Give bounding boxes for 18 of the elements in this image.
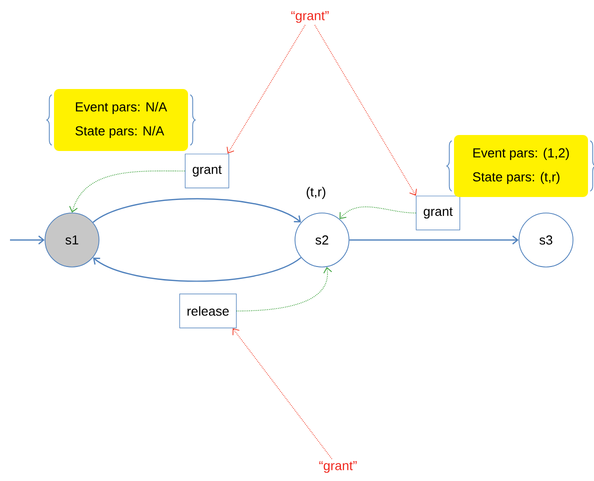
event-box: release [179, 294, 237, 328]
transition-arrow [349, 236, 519, 244]
leader-line [340, 206, 416, 219]
transition-arrow [93, 257, 302, 282]
state-label: (t,r) [306, 186, 326, 200]
leader-line [69, 170, 186, 213]
leader-line [232, 328, 332, 460]
transition-arrow [10, 236, 45, 244]
event-annotation: “grant” [291, 11, 329, 23]
leader-line [226, 24, 306, 154]
event-annotation: “grant” [319, 461, 357, 473]
event-box: grant [184, 154, 230, 188]
leader-line [314, 24, 417, 196]
event-box: grant [416, 196, 460, 230]
parameter-callout: Event pars: (1,2) State pars: (t,r) [446, 135, 594, 197]
parameter-callout: Event pars: N/A State pars: N/A [46, 89, 196, 151]
transition-arrow [92, 198, 302, 223]
leader-line [236, 266, 332, 312]
